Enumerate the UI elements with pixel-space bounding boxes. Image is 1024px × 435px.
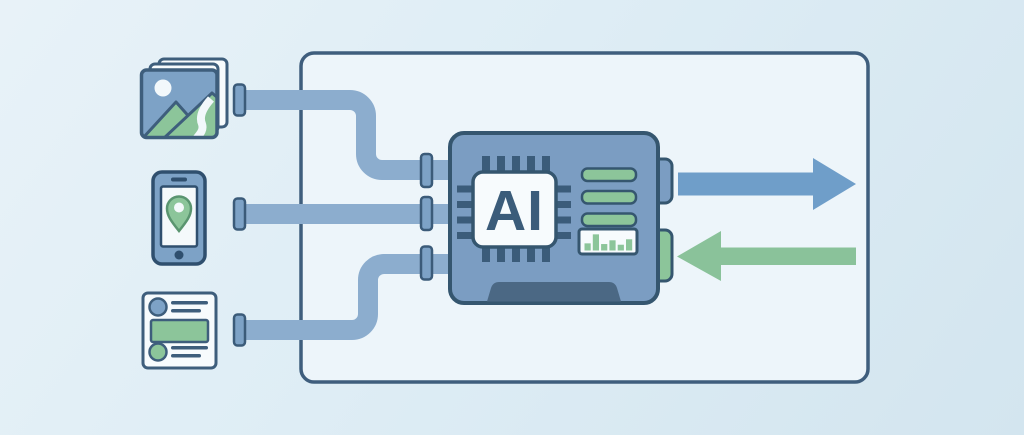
status-bar bbox=[580, 212, 638, 228]
pipe-document bbox=[246, 254, 452, 340]
pipe-connector bbox=[232, 313, 247, 347]
sun-icon bbox=[154, 79, 172, 97]
pipe-connector bbox=[232, 83, 247, 117]
phone-location-icon bbox=[151, 170, 207, 266]
pipe-connectors bbox=[232, 83, 434, 347]
mini-bar bbox=[626, 239, 633, 251]
output-arrow-icon bbox=[678, 158, 856, 210]
mini-bar bbox=[609, 240, 616, 251]
photo-front-art bbox=[141, 70, 217, 138]
phone-home-button bbox=[174, 250, 184, 260]
pipe-connector bbox=[419, 195, 434, 232]
map-pin-icon bbox=[165, 195, 193, 234]
mini-bar-chart-bars bbox=[584, 234, 633, 251]
river bbox=[192, 96, 215, 138]
photo-stack-icon bbox=[139, 57, 229, 140]
chip-pins bbox=[457, 156, 571, 262]
document-text-line bbox=[171, 301, 208, 305]
document-image-block bbox=[149, 318, 210, 344]
map-pin-hole bbox=[174, 202, 184, 213]
document-text-line bbox=[171, 309, 201, 313]
pipe-connector bbox=[419, 152, 434, 189]
mini-bar bbox=[584, 243, 591, 251]
pipe-connector bbox=[232, 197, 247, 231]
mini-bar bbox=[617, 244, 624, 251]
document-avatar-green bbox=[148, 342, 168, 362]
mini-bar bbox=[601, 244, 608, 251]
feedback-arrow-icon bbox=[677, 231, 856, 281]
pipe-photos bbox=[246, 90, 452, 180]
input-pipes bbox=[246, 90, 452, 340]
processor-base bbox=[487, 282, 621, 302]
mini-bar-chart bbox=[577, 227, 639, 256]
status-bars bbox=[580, 167, 638, 228]
pipe-connector bbox=[419, 245, 434, 281]
photo-front-frame bbox=[139, 68, 219, 140]
mini-bar bbox=[592, 234, 599, 251]
status-bar bbox=[580, 167, 638, 183]
phone-speaker bbox=[171, 177, 187, 182]
chip-die bbox=[471, 170, 558, 249]
status-bar bbox=[580, 189, 638, 205]
document-icon bbox=[141, 291, 218, 370]
document-text-line bbox=[171, 354, 201, 358]
ai-chip-label: AI bbox=[485, 179, 544, 243]
document-text-line bbox=[171, 346, 208, 350]
ai-processor: AI bbox=[448, 131, 660, 305]
document-avatar-blue bbox=[148, 297, 168, 317]
